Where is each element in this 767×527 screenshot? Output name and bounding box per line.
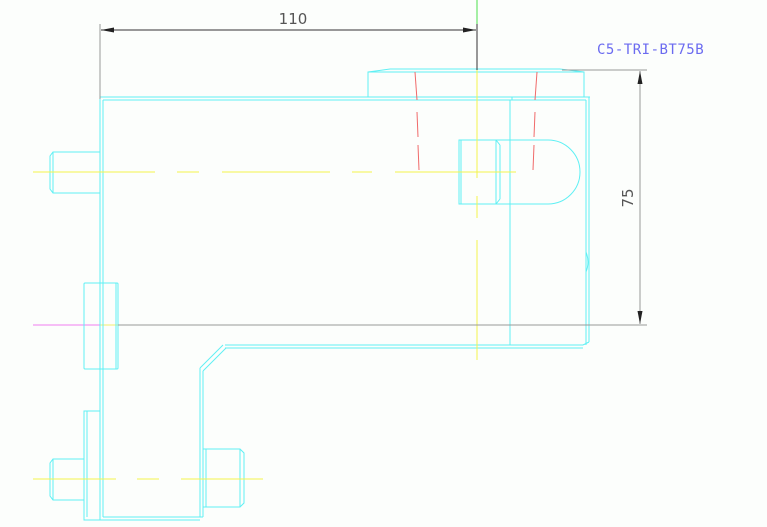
hidden-lines xyxy=(414,71,538,171)
centerlines xyxy=(33,70,516,480)
bracket-body xyxy=(99,96,590,521)
dimension-label-height: 75 xyxy=(619,188,637,207)
dimension-110: 110 xyxy=(99,10,478,99)
dimension-75: 75 xyxy=(118,69,647,326)
top-clamp-plate xyxy=(367,68,585,98)
clamp-block-left xyxy=(83,282,119,370)
dimension-label-width: 110 xyxy=(279,10,308,28)
bolt-lower-right xyxy=(203,448,245,508)
bolt-lower-left xyxy=(49,410,100,521)
part-label: C5-TRI-BT75B xyxy=(597,42,704,58)
